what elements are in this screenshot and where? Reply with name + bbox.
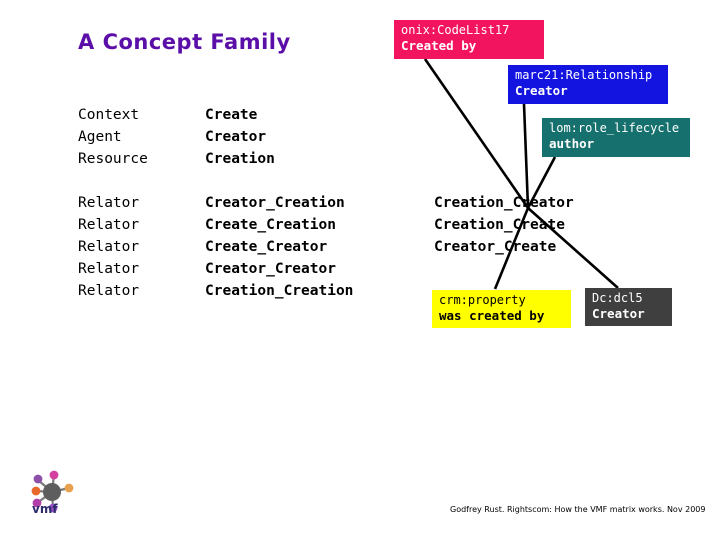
matrix-concept: Creator_Creation xyxy=(205,195,345,211)
callout-crm: crm:property was created by xyxy=(432,290,571,328)
matrix-role: Resource xyxy=(78,151,148,167)
vmf-logo-icon xyxy=(31,470,74,513)
matrix-group-a-concepts: Create Creator Creation xyxy=(205,104,275,170)
matrix-concept: Creation_Creation xyxy=(205,283,354,299)
callout-lom: lom:role_lifecycle author xyxy=(542,118,690,157)
matrix-concept: Creator xyxy=(205,129,267,145)
callout-value: Creator xyxy=(515,83,568,98)
callout-value: Creator xyxy=(592,306,645,321)
matrix-concept: Create_Creation xyxy=(205,217,336,233)
matrix-inverse-concept: Creator_Create xyxy=(434,239,557,255)
matrix-role: Relator xyxy=(78,195,140,211)
matrix-group-b-concepts: Creator_Creation Create_Creation Create_… xyxy=(205,192,353,302)
matrix-concept: Creator_Creator xyxy=(205,261,336,277)
matrix-role: Relator xyxy=(78,239,140,255)
callout-namespace: lom:role_lifecycle xyxy=(549,121,680,135)
matrix-role: Relator xyxy=(78,217,140,233)
callout-value: was created by xyxy=(439,308,545,323)
matrix-inverse-concept: Creation_Create xyxy=(434,217,565,233)
matrix-concept: Create_Creator xyxy=(205,239,328,255)
callout-namespace: crm:property xyxy=(439,293,526,307)
matrix-role: Relator xyxy=(78,261,140,277)
callout-value: Created by xyxy=(401,38,477,53)
matrix-role: Relator xyxy=(78,283,140,299)
page-title: A Concept Family xyxy=(78,30,291,54)
matrix-concept: Creation xyxy=(205,151,275,167)
logo-label: vmf xyxy=(32,502,58,516)
callout-namespace: Dc:dcl5 xyxy=(592,291,643,305)
callout-marc21: marc21:Relationship Creator xyxy=(508,65,668,104)
matrix-group-a-roles: Context Agent Resource xyxy=(78,104,148,170)
callout-value: author xyxy=(549,136,595,151)
callout-namespace: onix:CodeList17 xyxy=(401,23,510,37)
matrix-concept: Create xyxy=(205,107,258,123)
matrix-group-b-roles: Relator Relator Relator Relator Relator xyxy=(78,192,139,302)
callout-dc: Dc:dcl5 Creator xyxy=(585,288,672,326)
matrix-role: Context xyxy=(78,107,140,123)
callout-onix: onix:CodeList17 Created by xyxy=(394,20,544,59)
matrix-role: Agent xyxy=(78,129,122,145)
callout-namespace: marc21:Relationship xyxy=(515,68,653,82)
matrix-group-b-inverses: Creation_Creator Creation_Create Creator… xyxy=(434,192,574,258)
matrix-inverse-concept: Creation_Creator xyxy=(434,195,574,211)
footer-credit: Godfrey Rust. Rightscom: How the VMF mat… xyxy=(450,505,706,514)
